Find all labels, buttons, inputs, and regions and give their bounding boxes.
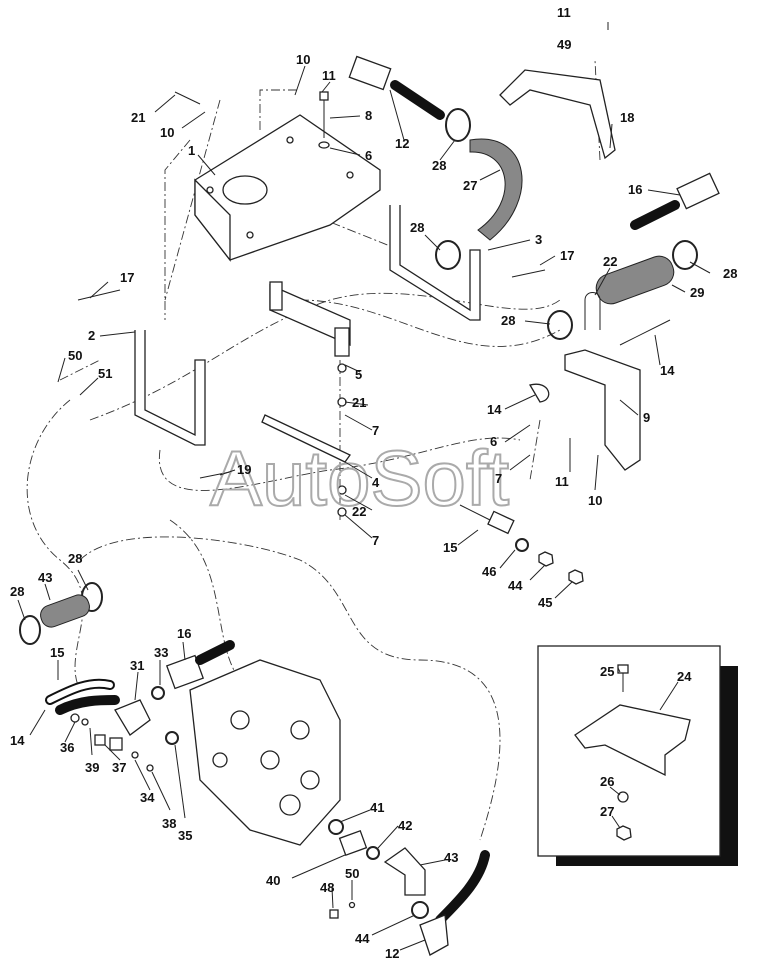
valve-body xyxy=(189,659,341,846)
callout-label: 7 xyxy=(495,471,502,486)
callout-label: 51 xyxy=(98,366,112,381)
callout-label: 31 xyxy=(130,658,144,673)
callout-label: 5 xyxy=(355,367,362,382)
callout-label: 35 xyxy=(178,828,192,843)
callout-label: 16 xyxy=(628,182,642,197)
callout-label: 27 xyxy=(600,804,614,819)
callout-label: 1 xyxy=(188,143,195,158)
callout-label: 22 xyxy=(603,254,617,269)
callout-label: 28 xyxy=(68,551,82,566)
mesh-sleeve-44 xyxy=(40,594,90,628)
callout-labels: 11 49 10 11 21 10 1 8 6 12 28 27 3 17 18… xyxy=(10,5,737,961)
callout-label: 14 xyxy=(660,363,675,378)
callout-label: 17 xyxy=(560,248,574,263)
callout-label: 33 xyxy=(154,645,168,660)
mesh-sleeve-27 xyxy=(469,138,523,241)
bracket-1 xyxy=(194,114,381,262)
callout-label: 6 xyxy=(365,148,372,163)
callout-label: 14 xyxy=(10,733,25,748)
callout-label: 15 xyxy=(50,645,64,660)
callout-label: 21 xyxy=(131,110,145,125)
callout-label: 9 xyxy=(643,410,650,425)
callout-label: 10 xyxy=(588,493,602,508)
callout-label: 26 xyxy=(600,774,614,789)
callout-label: 2 xyxy=(88,328,95,343)
callout-label: 4 xyxy=(372,475,380,490)
callout-label: 25 xyxy=(600,664,614,679)
callout-label: 14 xyxy=(487,402,502,417)
bracket-18 xyxy=(499,69,616,160)
callout-label: 38 xyxy=(162,816,176,831)
hose-12-top xyxy=(348,55,445,120)
callout-label: 7 xyxy=(372,423,379,438)
callout-label: 22 xyxy=(352,504,366,519)
callout-label: 42 xyxy=(398,818,412,833)
callout-label: 16 xyxy=(177,626,191,641)
routing-lines xyxy=(26,59,601,841)
callout-label: 12 xyxy=(385,946,399,961)
hose-16-top xyxy=(630,172,720,230)
callout-label: 11 xyxy=(322,68,336,83)
watermark-text: AutoSoft xyxy=(210,434,510,522)
callout-label: 49 xyxy=(557,37,571,52)
callout-label: 36 xyxy=(60,740,74,755)
callout-label: 12 xyxy=(395,136,409,151)
callout-label: 7 xyxy=(372,533,379,548)
callout-label: 28 xyxy=(501,313,515,328)
callout-label: 48 xyxy=(320,880,334,895)
callout-label: 46 xyxy=(482,564,496,579)
callout-label: 28 xyxy=(10,584,24,599)
callout-label: 10 xyxy=(160,125,174,140)
callout-label: 10 xyxy=(296,52,310,67)
strap-2 xyxy=(134,330,206,446)
callout-label: 6 xyxy=(490,434,497,449)
callout-label: 37 xyxy=(112,760,126,775)
bolt-8 xyxy=(318,91,330,149)
callout-label: 19 xyxy=(237,462,251,477)
callout-label: 15 xyxy=(443,540,457,555)
callout-label: 41 xyxy=(370,800,384,815)
callout-label: 34 xyxy=(140,790,155,805)
callout-label: 44 xyxy=(508,578,523,593)
callout-label: 45 xyxy=(538,595,552,610)
callout-label: 50 xyxy=(345,866,359,881)
callout-label: 39 xyxy=(85,760,99,775)
callout-label: 28 xyxy=(410,220,424,235)
callout-label: 28 xyxy=(723,266,737,281)
callout-label: 21 xyxy=(352,395,366,410)
fitting-15 xyxy=(459,504,515,535)
callout-label: 44 xyxy=(355,931,370,946)
clamp-block-5 xyxy=(269,281,351,357)
callout-label: 43 xyxy=(38,570,52,585)
callout-label: 11 xyxy=(555,474,569,489)
callout-label: 40 xyxy=(266,873,280,888)
callout-label: 27 xyxy=(463,178,477,193)
callout-label: 24 xyxy=(677,669,692,684)
strap-3 xyxy=(389,205,481,321)
callout-label: 50 xyxy=(68,348,82,363)
bracket-9 xyxy=(564,349,641,471)
callout-label: 3 xyxy=(535,232,542,247)
callout-label: 28 xyxy=(432,158,446,173)
callout-label: 11 xyxy=(557,5,571,20)
callout-label: 17 xyxy=(120,270,134,285)
callout-label: 8 xyxy=(365,108,372,123)
callout-leaders xyxy=(17,22,711,951)
callout-label: 29 xyxy=(690,285,704,300)
inset-detail xyxy=(537,645,738,866)
callout-label: 18 xyxy=(620,110,634,125)
callout-label: 43 xyxy=(444,850,458,865)
